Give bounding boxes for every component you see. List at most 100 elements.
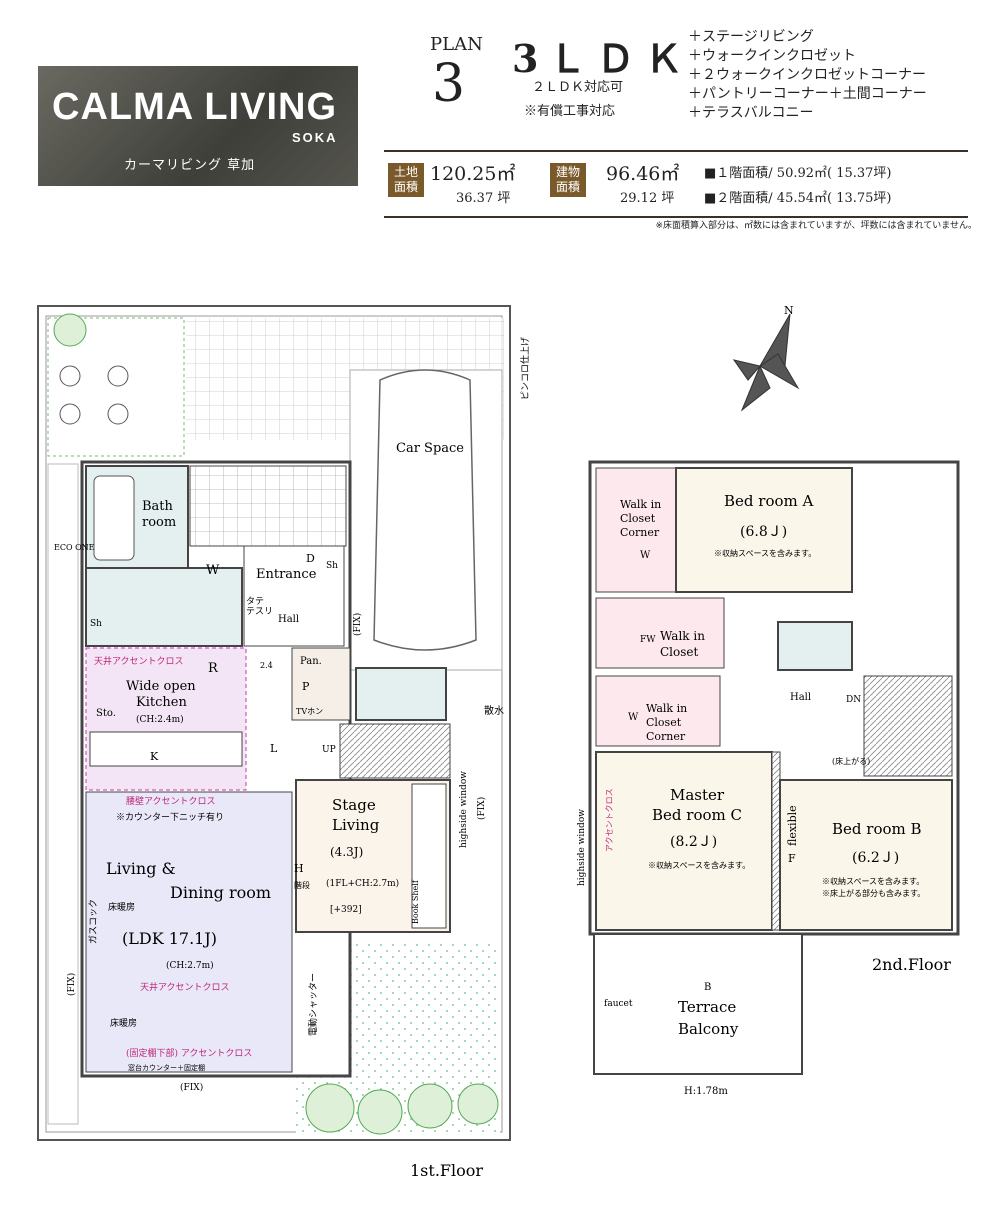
plan-word: PLAN [430, 34, 483, 55]
floor2-caption: 2nd.Floor [872, 955, 951, 974]
label-fixed-accent: (固定棚下部) アクセントクロス [126, 1047, 252, 1059]
brand-name: CALMA LIVING [52, 86, 338, 128]
toilet-1f [355, 667, 447, 721]
bed-room-a [675, 467, 853, 593]
second-floor-labels: Walk in Closet Corner W Bed room A (6.8Ｊ… [577, 304, 951, 1097]
wic-corner-a [595, 467, 677, 593]
label-wic-corner-b1: Walk in [646, 702, 687, 715]
label-24: 2.4 [260, 661, 273, 670]
second-floor-plan [588, 313, 960, 1075]
brand-sub: SOKA [292, 130, 338, 145]
car-space-pad [349, 369, 503, 671]
label-ch27a: (1FL+CH:2.7m) [326, 878, 399, 889]
label-tate: タテ [246, 596, 264, 607]
label-floor-raise: (床上がる) [832, 756, 870, 766]
bicycle-icon [59, 365, 129, 425]
label-master2: Bed room C [652, 806, 742, 824]
label-storage-c: ※収納スペースを含みます。 [648, 860, 750, 870]
car-outline [373, 369, 477, 651]
area-stats: 土地 面積 120.25㎡ 36.37 坪 建物 面積 96.46㎡ 29.12… [384, 150, 968, 218]
floor1-area: ■１階面積/ 50.92㎡( 15.37坪) [704, 166, 892, 181]
label-living-dining1: Living & [106, 859, 176, 878]
label-gascock: ガスコック [88, 899, 99, 944]
toilet-2f [777, 621, 853, 671]
feature-item: ＋テラスバルコニー [688, 105, 814, 121]
label-tv: TVホン [296, 707, 323, 716]
label-b: B [704, 982, 711, 993]
master-bed-room-c [595, 751, 773, 931]
label-flexible: flexible [786, 805, 799, 846]
label-room: room [142, 515, 176, 530]
label-eco: ECO ONE [54, 543, 95, 552]
label-dn: DN [846, 695, 861, 705]
label-living-dining2: Dining room [170, 883, 271, 902]
label-sansui: 散水 [484, 704, 504, 717]
label-h: H [294, 862, 304, 875]
building-area-tsubo: 29.12 坪 [620, 191, 675, 206]
label-up: UP [322, 745, 336, 755]
label-j43: (4.3J) [330, 845, 363, 859]
label-living: Living [332, 816, 380, 834]
hall-area [243, 545, 345, 647]
book-shelf [411, 783, 447, 929]
tree-icons [53, 313, 499, 1135]
label-sh: Sh [326, 561, 338, 571]
brand-logo: CALMA LIVING SOKA カーマリビング 草加 [38, 66, 358, 186]
plan-layout: 3ＬＤＫ [512, 36, 693, 81]
label-ceil-accent: 天井アクセントクロス [94, 655, 184, 667]
label-master-j: (8.2Ｊ) [670, 834, 717, 850]
building-area-tag: 建物 面積 [550, 163, 586, 197]
label-w: W [206, 563, 220, 578]
label-entrance: Entrance [256, 567, 317, 582]
plan-alt: ２ＬＤＫ対応可 [532, 80, 624, 95]
feature-item: ＋ステージリビング [688, 29, 814, 45]
label-bed-b-j: (6.2Ｊ) [852, 850, 899, 866]
label-highside: highside window [459, 771, 469, 848]
label-storage-b1: ※収納スペースを含みます。 [822, 876, 924, 886]
label-height: H:1.78m [684, 1086, 728, 1097]
plan-note: ※有償工事対応 [524, 104, 616, 119]
label-wic2: Closet [660, 645, 699, 659]
feature-item: ＋パントリーコーナー＋土間コーナー [688, 86, 927, 102]
label-fix-bottom: (FIX) [180, 1082, 203, 1093]
label-bookshelf: Book Shelf [411, 879, 420, 924]
label-w1: W [640, 550, 651, 561]
label-wic1: Walk in [660, 629, 705, 643]
footnote: ※床面積算入部分は、㎡数には含まれていますが、坪数には含まれていません。 [655, 221, 977, 231]
label-shutter: 電動シャッター [308, 973, 319, 1036]
terrace-balcony [593, 933, 803, 1075]
label-hall2: Hall [790, 692, 811, 703]
plan-number: 3 [432, 54, 466, 114]
label-plus392: [+392] [330, 905, 362, 915]
wash-room [85, 567, 243, 647]
label-fw: FW [640, 635, 656, 645]
land-area-m2: 120.25㎡ [430, 163, 516, 185]
feature-item: ＋２ウォークインクロゼットコーナー [688, 67, 926, 83]
pantry [291, 647, 351, 721]
first-floor-plan [37, 305, 511, 1141]
label-p: P [302, 680, 310, 693]
label-waist-accent: 腰壁アクセントクロス [126, 795, 216, 807]
label-accent-cross: アクセントクロス [605, 788, 614, 852]
label-ch27b: (CH:2.7m) [166, 960, 214, 971]
label-fix-left: (FIX) [66, 973, 77, 996]
label-faucet: faucet [604, 999, 633, 1009]
label-storage-b2: ※床上がる部分も含みます。 [822, 888, 925, 898]
label-bed-b: Bed room B [832, 820, 922, 838]
label-north: N [784, 304, 794, 317]
label-master1: Master [670, 786, 725, 804]
label-highside2: highside window [577, 809, 587, 886]
label-wic-corner-b3: Corner [646, 730, 686, 743]
label-r: R [208, 661, 219, 676]
brand-jp: カーマリビング 草加 [124, 158, 256, 173]
label-sh2: Sh [90, 619, 102, 629]
label-bed-a-j: (6.8Ｊ) [740, 524, 787, 540]
feature-item: ＋ウォークインクロゼット [688, 48, 856, 64]
label-bath: Bath [142, 499, 174, 514]
label-f: F [788, 852, 796, 865]
label-ldk: (LDK 17.1J) [122, 929, 217, 948]
floor1-caption: 1st.Floor [410, 1161, 483, 1180]
floor2-area: ■２階面積/ 45.54㎡( 13.75坪) [704, 191, 892, 206]
label-hall: Hall [278, 614, 299, 625]
